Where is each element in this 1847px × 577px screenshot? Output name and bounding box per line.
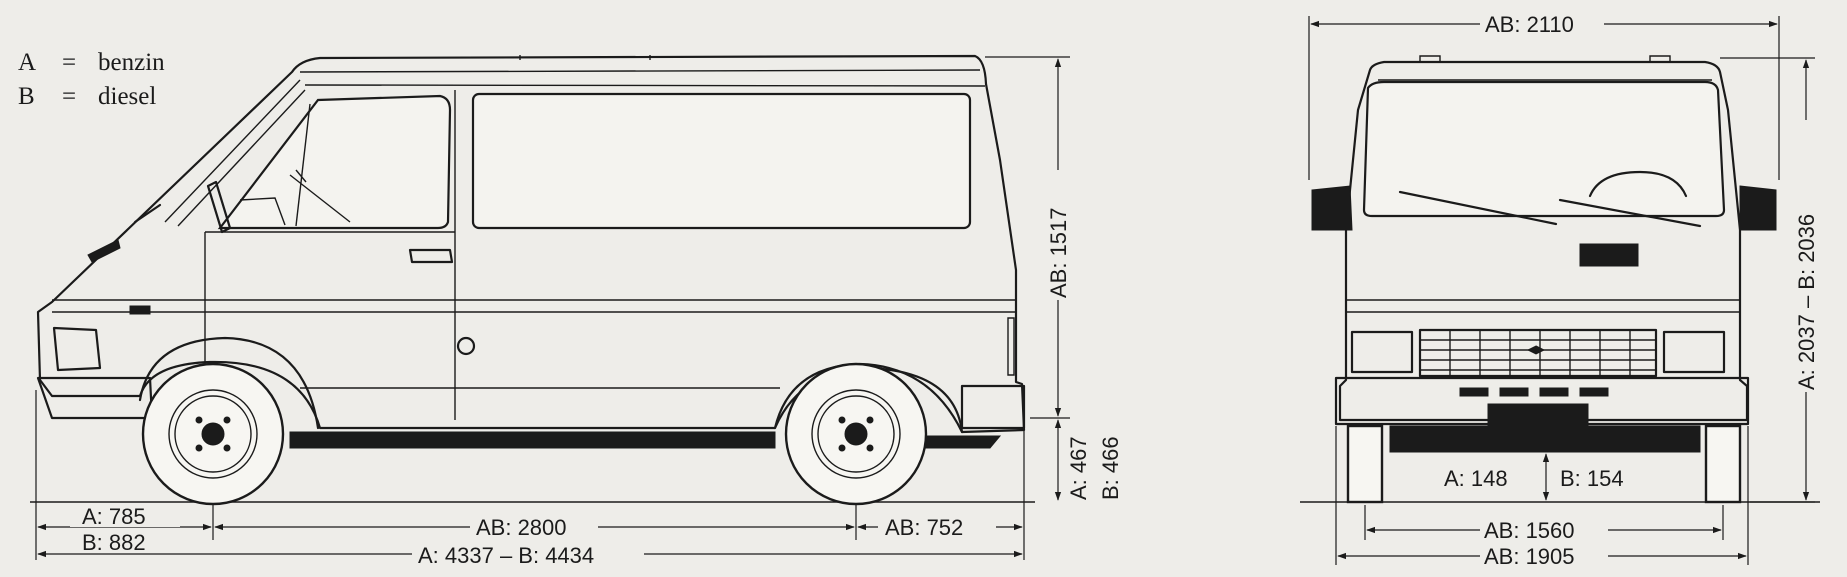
roof-rail: [299, 69, 981, 73]
license-plate: [1487, 403, 1589, 427]
right-wiper: [1558, 198, 1702, 228]
side-view-drawing: [30, 54, 1035, 506]
left-mirror: [1311, 185, 1353, 231]
legend-b-key: B: [18, 83, 35, 110]
a-pillar: [164, 79, 301, 223]
side-dimensions: A: 785 B: 882 AB: 2800 AB: 752 A: 4337 –…: [35, 56, 1123, 568]
left-headlight: [1350, 330, 1414, 374]
dim-track: AB: 1560: [1484, 518, 1575, 543]
legend-a-key: A: [18, 49, 36, 76]
front-dimensions: AB: 2110 A: 2037 – B: 2036 A: 148 B: 154…: [1308, 12, 1819, 569]
dim-ground-clearance-a: A: 148: [1444, 466, 1508, 491]
dim-overall-length: A: 4337 – B: 4434: [418, 543, 594, 568]
dim-front-overhang-a: A: 785: [82, 504, 146, 529]
dim-body-height: AB: 1517: [1046, 207, 1071, 298]
a-pillar-inner: [177, 89, 306, 227]
side-marker: [129, 305, 151, 315]
roof-rack-mount: [519, 55, 651, 60]
steering-wheel: [289, 169, 351, 223]
legend-a-eq: =: [62, 49, 76, 76]
front-badge-plate: [1579, 243, 1639, 267]
side-mirror: [206, 180, 232, 234]
dim-front-overhang-b: B: 882: [82, 530, 146, 555]
front-bumper: [36, 376, 154, 420]
roof-lights: [1419, 55, 1671, 62]
left-wiper: [1398, 190, 1558, 226]
windshield: [1362, 80, 1726, 218]
right-headlight: [1662, 330, 1726, 374]
dim-mirror-width: AB: 2110: [1485, 12, 1574, 37]
dim-floor-height-b: B: 466: [1098, 436, 1123, 500]
grille-slats: [1420, 339, 1656, 371]
underbody: [289, 431, 776, 449]
dim-overall-height: A: 2037 – B: 2036: [1794, 214, 1819, 390]
front-view-bumper: [1334, 376, 1750, 426]
fuel-cap: [456, 336, 476, 356]
rear-underbody: [924, 435, 1002, 449]
legend-a-value: benzin: [98, 49, 165, 76]
front-right-tire: [1704, 424, 1742, 504]
grille-bars: [1449, 330, 1631, 376]
front-underbody: [1389, 425, 1701, 453]
right-mirror: [1739, 185, 1777, 231]
side-window: [471, 92, 972, 230]
window-frame-post: [295, 103, 311, 227]
dim-rear-overhang: AB: 752: [885, 515, 963, 540]
door-window: [217, 94, 452, 230]
front-left-tire: [1346, 424, 1384, 504]
grille-emblem: [1526, 345, 1546, 355]
wiper-arm: [133, 203, 162, 224]
headlight: [52, 326, 102, 372]
front-wheel-arch: [138, 336, 320, 430]
rear-wheel: [784, 362, 928, 506]
front-wheel: [141, 362, 285, 506]
legend-b-eq: =: [62, 83, 76, 110]
grille: [1418, 328, 1658, 378]
front-vent: [87, 239, 121, 263]
front-body-outline: [1338, 60, 1749, 422]
rear-bumper: [960, 384, 1026, 430]
roof-line: [304, 84, 986, 87]
dim-ground-clearance-b: B: 154: [1560, 466, 1624, 491]
dim-overall-width: AB: 1905: [1484, 544, 1575, 569]
bumper-vents: [1459, 387, 1609, 397]
front-steering-wheel: [1588, 170, 1688, 198]
rear-light: [1007, 317, 1015, 376]
legend: A = benzin B = diesel: [18, 49, 165, 110]
dim-floor-height-a: A: 467: [1066, 436, 1091, 500]
legend-b-value: diesel: [98, 83, 156, 110]
door-handle: [408, 248, 454, 264]
seat-back: [239, 197, 286, 226]
dim-wheelbase: AB: 2800: [476, 515, 567, 540]
front-view-drawing: [1300, 55, 1820, 504]
